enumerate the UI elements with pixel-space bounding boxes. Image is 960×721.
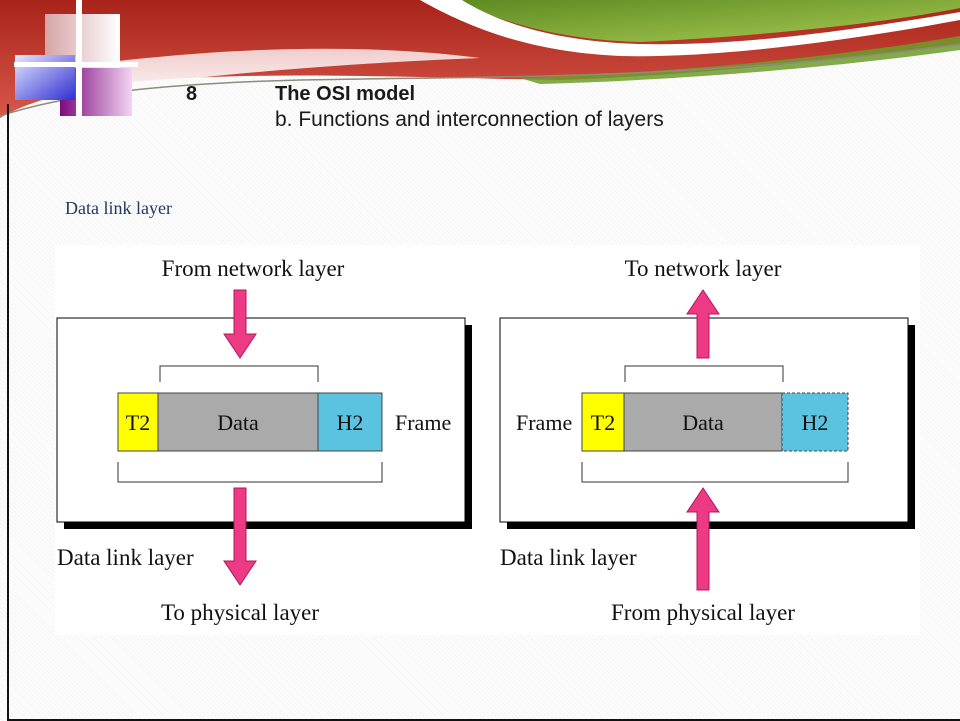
banner-pale-swoosh	[110, 48, 480, 88]
sender-layer-label: Data link layer	[57, 545, 194, 570]
receiver-top-label: To network layer	[625, 256, 782, 281]
sender-data-bracket	[159, 365, 319, 382]
sender-header-label: H2	[337, 410, 364, 435]
receiver-header-label: H2	[802, 410, 829, 435]
decor-cross-vertical	[76, 0, 82, 118]
slide-border-bottom	[7, 719, 960, 721]
sender-frame-label: Frame	[395, 410, 451, 435]
banner-green-lower-swoosh	[520, 36, 960, 84]
receiver-data-bracket	[624, 365, 784, 382]
receiver-layer-label: Data link layer	[500, 545, 637, 570]
sender-frame-bracket	[117, 462, 383, 483]
sender-data-label: Data	[217, 410, 259, 435]
sender-data-cell	[157, 392, 319, 452]
receiver-frame-bracket	[581, 462, 849, 483]
banner-white-swoosh	[420, 0, 960, 57]
slide-subtitle: b. Functions and interconnection of laye…	[275, 108, 664, 131]
sender-incoming-arrow	[223, 289, 257, 359]
receiver-trailer-cell	[581, 392, 625, 452]
receiver-outgoing-arrow	[686, 289, 720, 359]
sender-top-label: From network layer	[162, 256, 345, 281]
slide-number: 8	[186, 83, 198, 105]
section-label: Data link layer	[65, 198, 172, 218]
slide-title: The OSI model	[275, 83, 416, 105]
diagram-area: From network layer T2 Data H2 Frame Data…	[55, 245, 920, 635]
banner-green-swoosh	[455, 0, 960, 42]
receiver-frame-label: Frame	[516, 410, 572, 435]
data-link-layer-diagram: From network layer T2 Data H2 Frame Data…	[56, 256, 915, 625]
receiver-header-cell	[781, 392, 849, 452]
decor-square-blue	[15, 55, 75, 100]
header-banner	[0, 0, 960, 118]
sender-bottom-label: To physical layer	[161, 600, 319, 625]
receiver-data-label: Data	[682, 410, 724, 435]
decor-cross-horizontal	[14, 62, 138, 67]
sender-panel: From network layer T2 Data H2 Frame Data…	[56, 256, 472, 625]
receiver-panel: To network layer Frame T2 Data H2 Data l…	[499, 256, 915, 625]
receiver-trailer-label: T2	[591, 410, 615, 435]
sender-header-cell	[317, 392, 383, 452]
sender-trailer-label: T2	[126, 410, 150, 435]
sender-trailer-cell	[117, 392, 159, 452]
slide-border-left	[7, 104, 9, 721]
receiver-bottom-label: From physical layer	[611, 600, 795, 625]
receiver-incoming-arrow	[686, 487, 720, 591]
receiver-data-cell	[623, 392, 783, 452]
sender-outgoing-arrow	[223, 487, 257, 586]
